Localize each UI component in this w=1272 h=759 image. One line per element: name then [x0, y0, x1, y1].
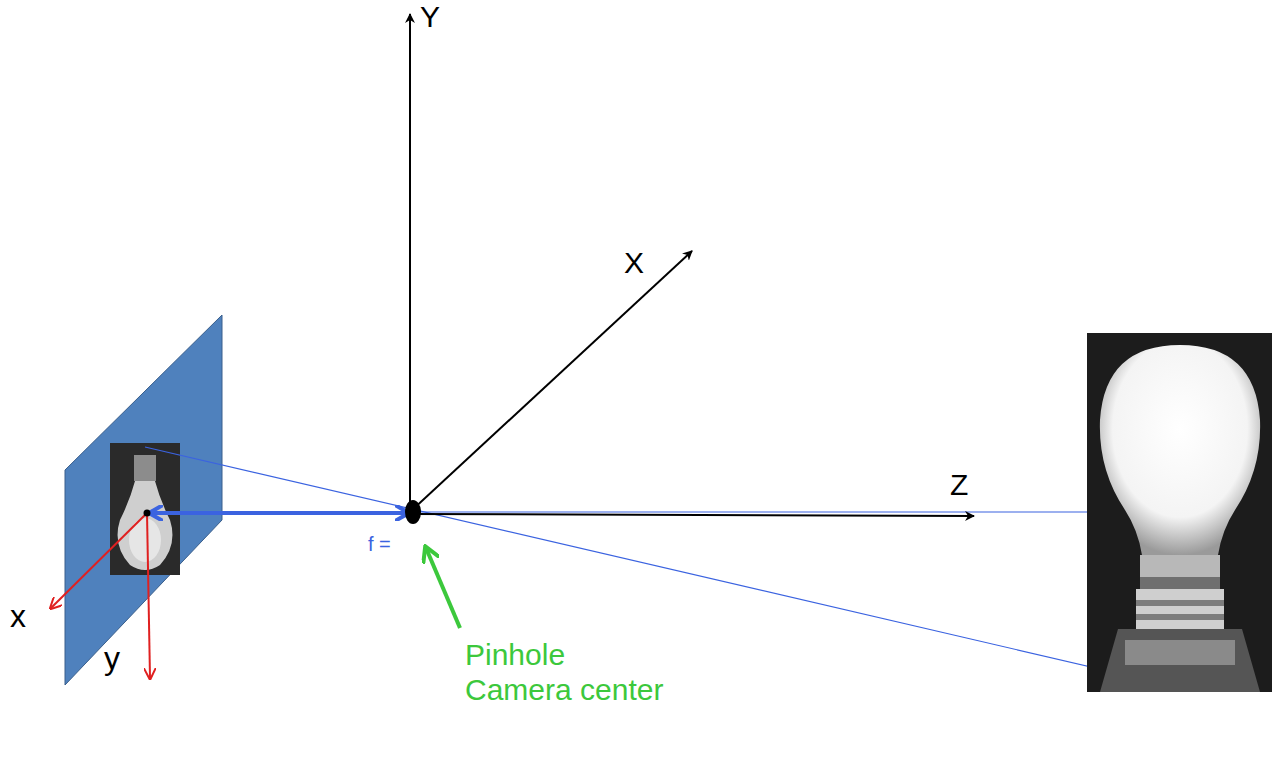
pinhole — [405, 500, 421, 524]
image-x-axis — [51, 513, 147, 608]
axis-label: Z — [950, 468, 968, 503]
y-axis — [409, 14, 411, 512]
focal-length-arrow — [150, 511, 408, 515]
pinhole-label: Pinhole Camera center — [465, 638, 677, 707]
projected-bulb-image — [110, 443, 180, 575]
x-axis — [410, 251, 692, 512]
image-axis-label: y — [104, 640, 120, 677]
z-axis — [410, 514, 974, 516]
light-ray — [413, 511, 1090, 512]
light-ray — [145, 447, 1190, 690]
principal-point — [144, 510, 151, 517]
light-bulb-photo — [1087, 333, 1272, 692]
pointer-arrow — [426, 548, 460, 628]
image-y-axis — [147, 513, 150, 678]
focal-length-label: f = — [368, 533, 391, 556]
axis-label: Y — [420, 0, 440, 35]
axis-label: X — [624, 246, 644, 281]
image-axis-label: x — [10, 598, 26, 635]
image-plane — [65, 315, 222, 685]
